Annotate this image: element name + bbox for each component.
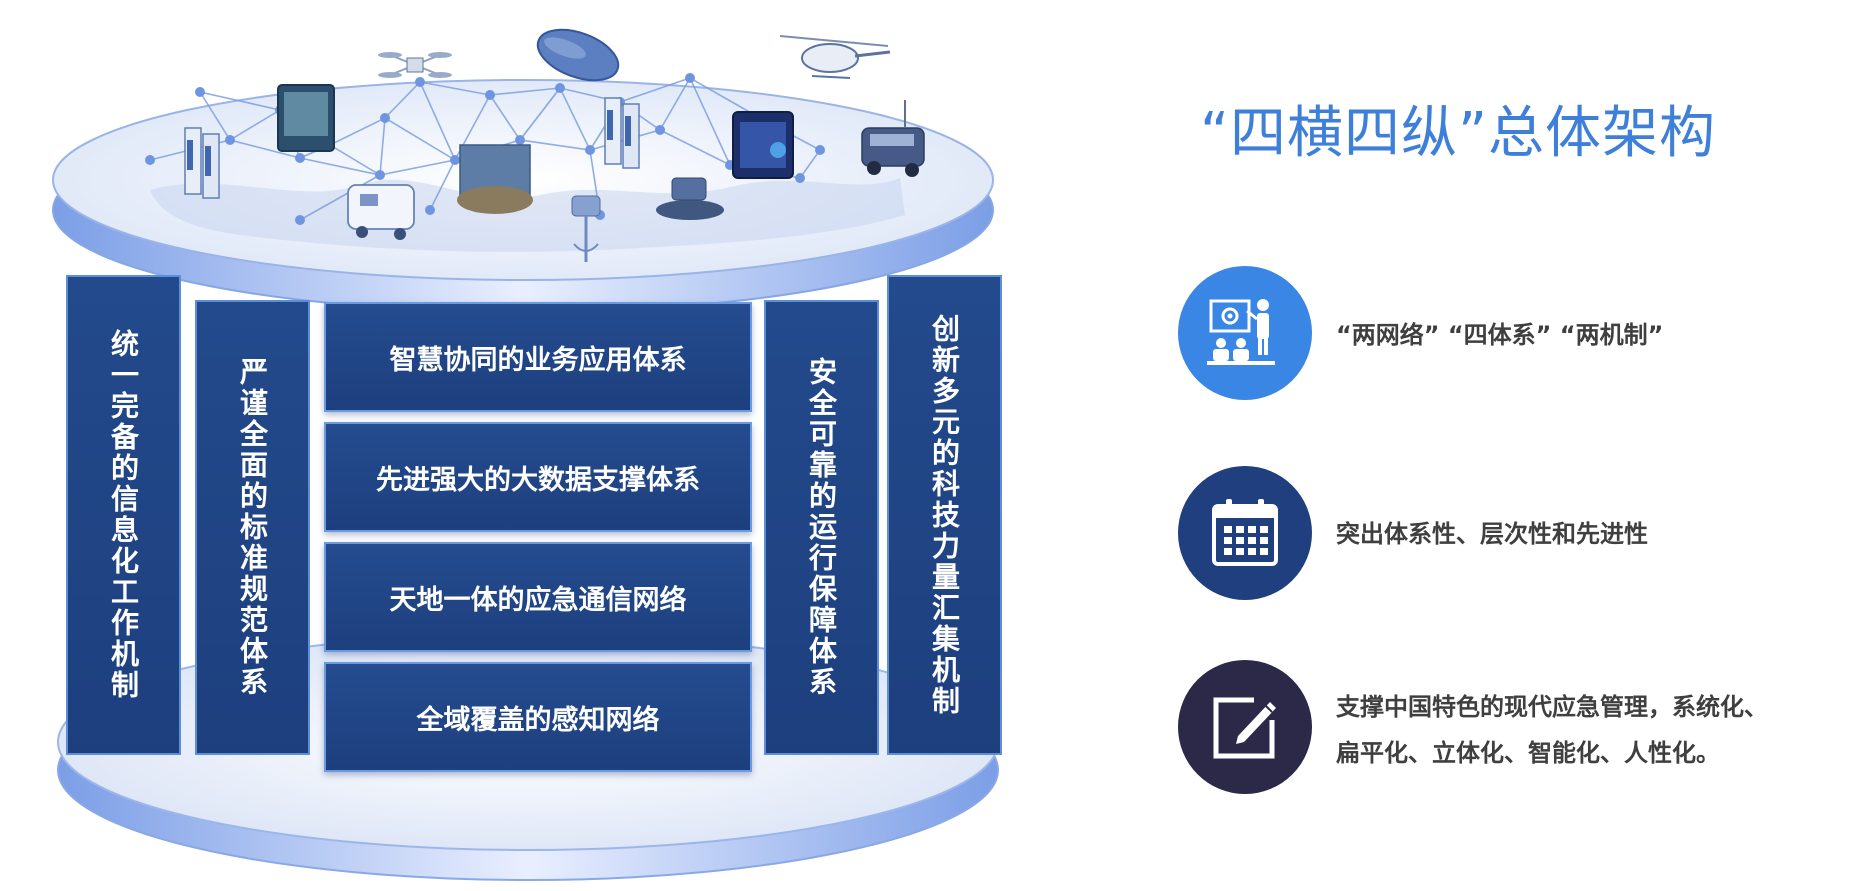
- tower-antenna-icon: [571, 195, 601, 262]
- column-standards-system: 严谨全面的标准规范体系: [195, 300, 310, 755]
- column-tech-innovation: 创新多元的科技力量汇集机制: [887, 275, 1002, 755]
- edit-icon: [1213, 697, 1276, 759]
- calendar-icon: [1212, 499, 1278, 566]
- drone-icon: [378, 52, 452, 78]
- layer-big-data-support: 先进强大的大数据支撑体系: [324, 422, 752, 532]
- feature-3-text: 支撑中国特色的现代应急管理，系统化、 扁平化、立体化、智能化、人性化。: [1336, 693, 1768, 767]
- layer-sensing-network: 全域覆盖的感知网络: [324, 662, 752, 772]
- server-rack-icon: [184, 127, 220, 199]
- dashboard-screen-icon: [732, 111, 794, 179]
- helicopter-icon: [779, 35, 891, 79]
- server-rack-icon: [604, 97, 640, 169]
- page-title: “四横四纵”总体架构: [1200, 101, 1717, 166]
- monitor-screen-icon: [277, 84, 335, 152]
- ambulance-icon: [347, 184, 415, 240]
- feature-2-text: 突出体系性、层次性和先进性: [1336, 520, 1648, 548]
- feature-1-icon-circle: [1178, 266, 1312, 400]
- architecture-diagram: 统一完备的信息化工作机制 严谨全面的标准规范体系 安全可靠的运行保障体系 创新多…: [52, 28, 1002, 881]
- layer-emergency-communication: 天地一体的应急通信网络: [324, 542, 752, 652]
- robot-crawler-icon: [656, 177, 724, 220]
- airship-icon: [536, 28, 620, 82]
- feature-2-icon-circle: [1178, 466, 1312, 600]
- layer-business-application: 智慧协同的业务应用体系: [324, 302, 752, 412]
- cylinder-graphic: [52, 28, 999, 881]
- feature-3-icon-circle: [1178, 660, 1312, 794]
- presentation-icon: [1207, 299, 1275, 365]
- feature-1-text: “两网络” “四体系” “两机制”: [1336, 321, 1664, 349]
- suv-vehicle-icon: [861, 100, 925, 177]
- column-information-mechanism: 统一完备的信息化工作机制: [66, 275, 181, 755]
- column-operation-security: 安全可靠的运行保障体系: [764, 300, 879, 755]
- command-center-icon: [457, 144, 533, 214]
